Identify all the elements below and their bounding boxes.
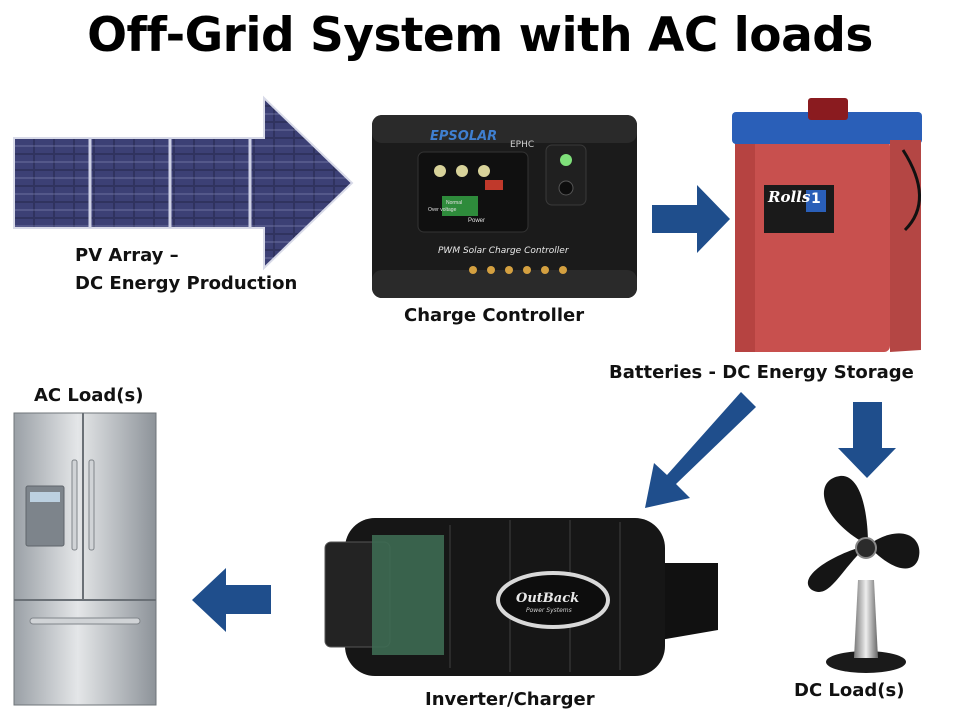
inverter-charger-label: Inverter/Charger [425, 689, 595, 710]
pv-array-label-line1: PV Array – [75, 245, 179, 266]
controller-caption: PWM Solar Charge Controller [438, 246, 569, 256]
inverter-brand: OutBack [516, 591, 580, 606]
refrigerator-image [13, 412, 157, 706]
dc-loads-label: DC Load(s) [794, 680, 905, 701]
battery-brand: Rolls [768, 188, 811, 206]
charge-controller-label: Charge Controller [404, 305, 585, 326]
arrow-battery-to-inverter [645, 392, 756, 508]
inverter-image [324, 518, 718, 676]
controller-icon-label-1: Over voltage [428, 207, 457, 213]
fan-image [807, 475, 920, 673]
battery-image [732, 98, 922, 352]
pv-array-label-line2: DC Energy Production [75, 273, 298, 294]
controller-brand: EPSOLAR [430, 129, 498, 144]
battery-badge: 1 [811, 191, 821, 207]
arrow-inverter-to-ac-load [192, 568, 271, 632]
inverter-subtitle: Power Systems [526, 607, 572, 614]
arrow-battery-to-dc-load [838, 402, 896, 478]
charge-controller-image [372, 115, 637, 298]
pv-array-image [13, 95, 354, 271]
page-title: Off-Grid System with AC loads [87, 8, 873, 63]
controller-icon-label-2: Normal [446, 200, 463, 206]
controller-model: EPHC [510, 140, 535, 150]
arrow-controller-to-battery [652, 185, 730, 253]
controller-icon-label-3: Power [468, 218, 486, 224]
ac-loads-label: AC Load(s) [34, 385, 144, 406]
batteries-label: Batteries - DC Energy Storage [609, 362, 914, 383]
